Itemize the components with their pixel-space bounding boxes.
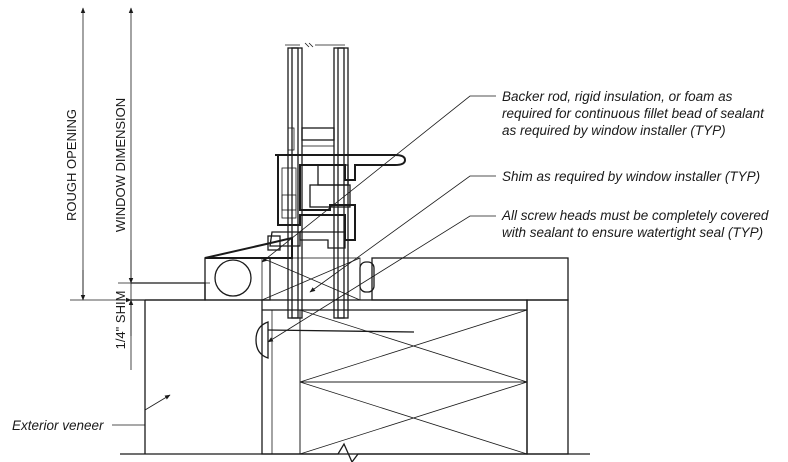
- glazing-unit: [285, 42, 349, 319]
- leader-lines: [112, 95, 496, 426]
- backer-rod-note-line-2: required for continuous fillet bead of s…: [502, 106, 765, 121]
- screw-heads-note: All screw heads must be completely cover…: [501, 208, 772, 240]
- exterior-veneer: [144, 299, 262, 454]
- window-dimension-label: WINDOW DIMENSION: [113, 98, 128, 232]
- exterior-veneer-label: Exterior veneer: [12, 418, 104, 433]
- backer-rod-note-line-3: as required by window installer (TYP): [502, 123, 726, 138]
- screw-head: [255, 321, 415, 359]
- screw-heads-note-line-1: All screw heads must be completely cover…: [501, 208, 769, 223]
- backer-rod-and-sealant: [131, 257, 271, 301]
- window-frame-extrusion: [204, 154, 407, 259]
- shim-dimension-label: 1/4" SHIM: [113, 291, 128, 350]
- dimension-lines: [70, 7, 300, 370]
- backer-rod-note: Backer rod, rigid insulation, or foam as…: [502, 89, 768, 138]
- shim-note: Shim as required by window installer (TY…: [502, 169, 760, 184]
- rough-opening-label: ROUGH OPENING: [64, 109, 79, 221]
- sealant-bead: [359, 261, 375, 293]
- break-line: [120, 442, 590, 462]
- interior-sill-concrete: [371, 257, 569, 455]
- shim-note-line-1: Shim as required by window installer (TY…: [502, 169, 760, 184]
- backer-rod-note-line-1: Backer rod, rigid insulation, or foam as: [502, 89, 733, 104]
- screw-heads-note-line-2: with sealant to ensure watertight seal (…: [502, 225, 763, 240]
